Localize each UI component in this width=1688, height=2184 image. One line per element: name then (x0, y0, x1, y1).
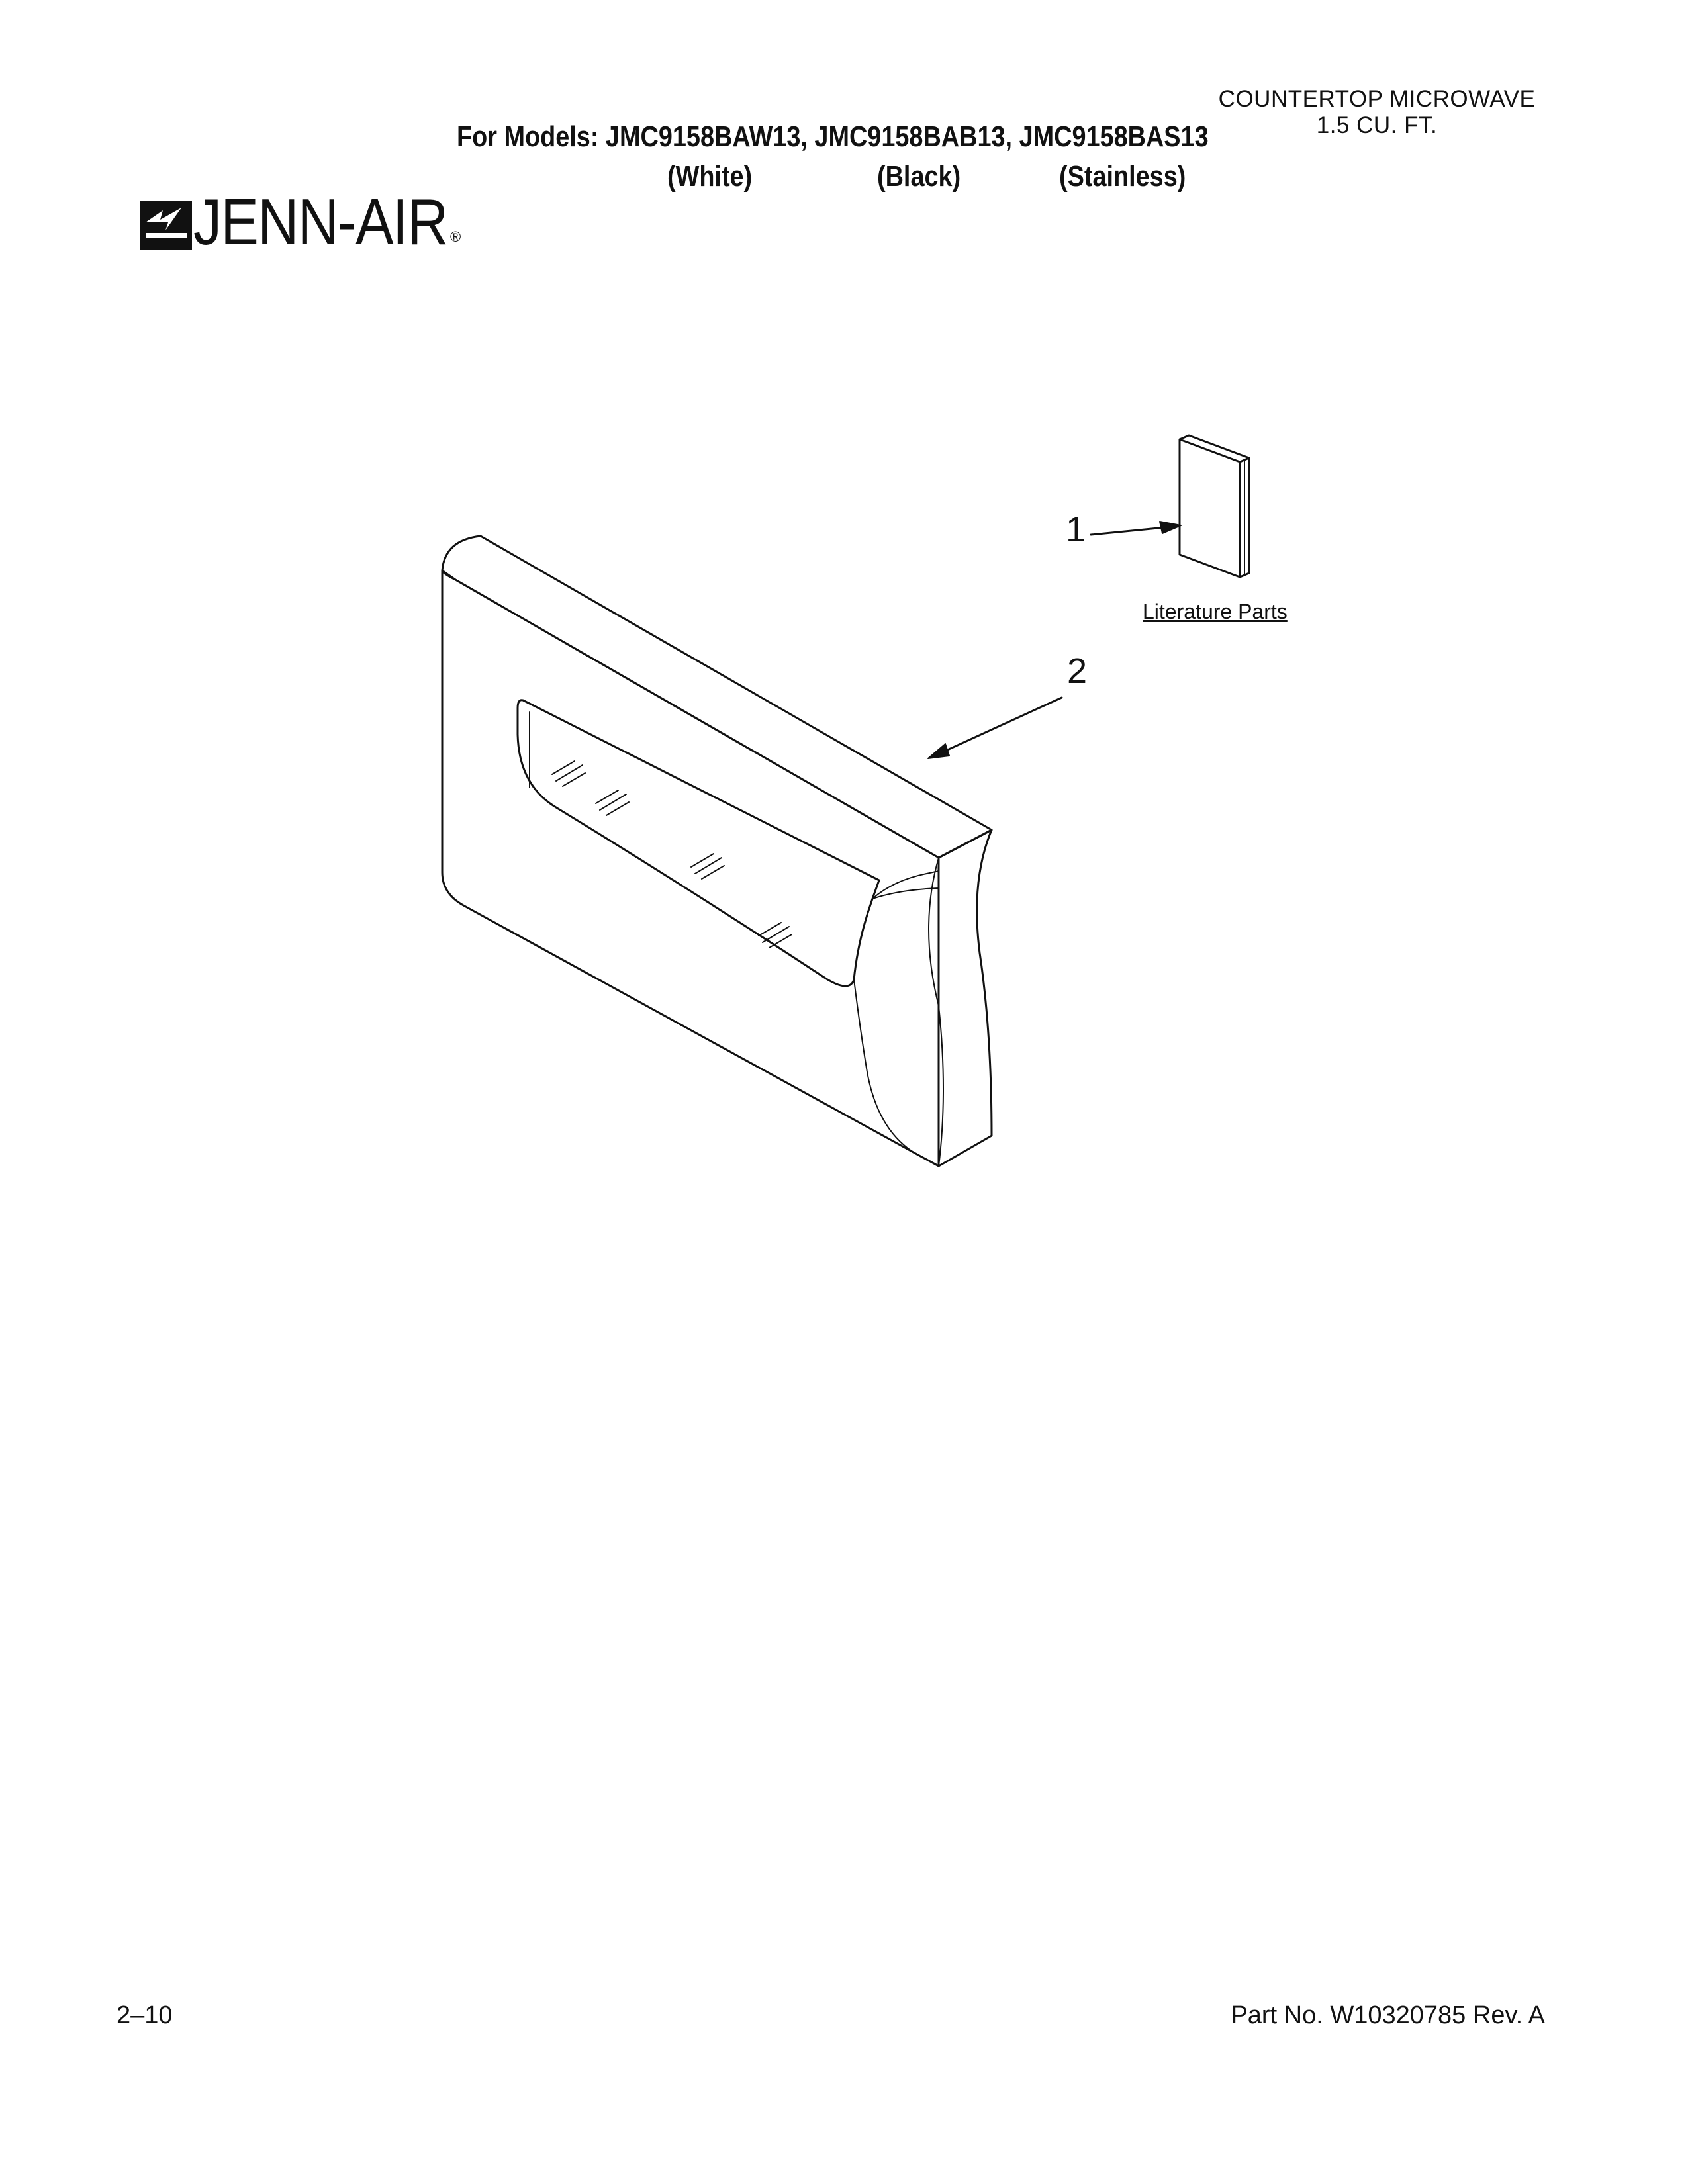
model-list: For Models: JMC9158BAW13, JMC9158BAB13, … (457, 120, 1209, 153)
brand-registered-mark: ® (450, 228, 461, 245)
product-type-line2: 1.5 CU. FT. (1316, 113, 1438, 138)
literature-booklet-drawing (1178, 434, 1250, 578)
callout-item-1: 1 (1066, 510, 1086, 549)
arrow-head-1 (1159, 521, 1182, 534)
page-number: 2–10 (117, 2001, 173, 2029)
brand-name: JENN-AIR (193, 185, 448, 258)
finish-black: (Black) (877, 160, 961, 193)
arrow-icon (1090, 525, 1173, 536)
jenn-air-logo-icon (140, 201, 192, 250)
finish-stainless: (Stainless) (1059, 160, 1186, 193)
arrow-line-2 (936, 696, 1063, 756)
finish-white: (White) (667, 160, 753, 193)
product-type-line1: COUNTERTOP MICROWAVE (1218, 86, 1536, 112)
product-type: COUNTERTOP MICROWAVE 1.5 CU. FT. (1165, 86, 1589, 139)
arrow-head-2 (927, 743, 950, 759)
literature-parts-label: Literature Parts (1143, 600, 1288, 623)
part-number: Part No. W10320785 Rev. A (1231, 2001, 1545, 2029)
door-assembly-drawing (441, 535, 993, 1167)
callout-item-2: 2 (1067, 651, 1088, 691)
